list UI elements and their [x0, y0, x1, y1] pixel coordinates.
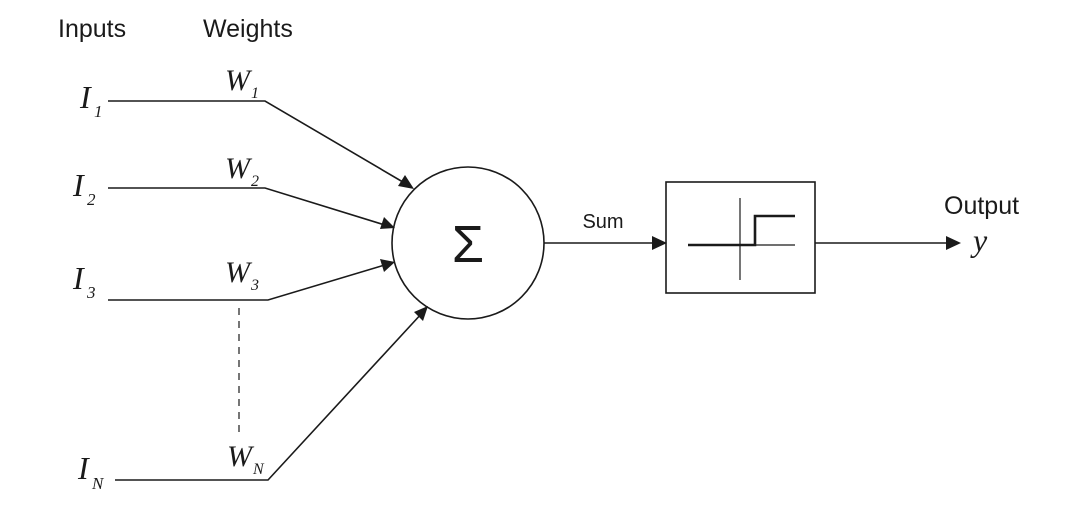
output-arrowhead [946, 236, 961, 250]
weight-3: W 3 [225, 256, 259, 294]
input-n-symbol: I [77, 450, 90, 486]
input-1-subscript: 1 [94, 102, 103, 121]
input-2-symbol: I [72, 167, 85, 203]
input-1: I 1 [79, 79, 103, 121]
input-3-symbol: I [72, 260, 85, 296]
output-label: Output [944, 192, 1019, 220]
output-symbol: y [970, 222, 988, 258]
weight-n-subscript: N [252, 461, 265, 478]
input-3-subscript: 3 [86, 283, 96, 302]
weights-header: Weights [203, 15, 293, 43]
sum-label: Sum [582, 211, 623, 233]
input-1-symbol: I [79, 79, 92, 115]
input-2-arrowhead [380, 217, 395, 229]
step-function-curve [688, 214, 795, 247]
sum-arrowhead [652, 236, 667, 250]
input-n: I N [77, 450, 105, 493]
weight-1-symbol: W [225, 64, 253, 97]
weight-n-symbol: W [227, 440, 255, 473]
weight-3-subscript: 3 [250, 277, 259, 294]
input-1-arrowhead [398, 175, 414, 189]
input-n-subscript: N [91, 474, 105, 493]
input-3-wire [108, 263, 389, 301]
input-n-wire [115, 311, 424, 481]
weight-3-symbol: W [225, 256, 253, 289]
weight-n: W N [227, 440, 265, 478]
input-n-arrowhead [414, 306, 428, 321]
input-2-wire [108, 187, 389, 227]
input-3-arrowhead [380, 259, 395, 272]
weight-2: W 2 [225, 152, 259, 190]
input-2-subscript: 2 [87, 190, 96, 209]
inputs-header: Inputs [58, 15, 126, 43]
input-1-wire [108, 100, 409, 186]
weight-2-symbol: W [225, 152, 253, 185]
input-3: I 3 [72, 260, 96, 302]
weight-1: W 1 [225, 64, 259, 102]
sigma-symbol: Σ [452, 216, 484, 274]
activation-box [665, 181, 816, 294]
weight-1-subscript: 1 [251, 85, 259, 102]
input-2: I 2 [72, 167, 96, 209]
weight-2-subscript: 2 [251, 173, 259, 190]
